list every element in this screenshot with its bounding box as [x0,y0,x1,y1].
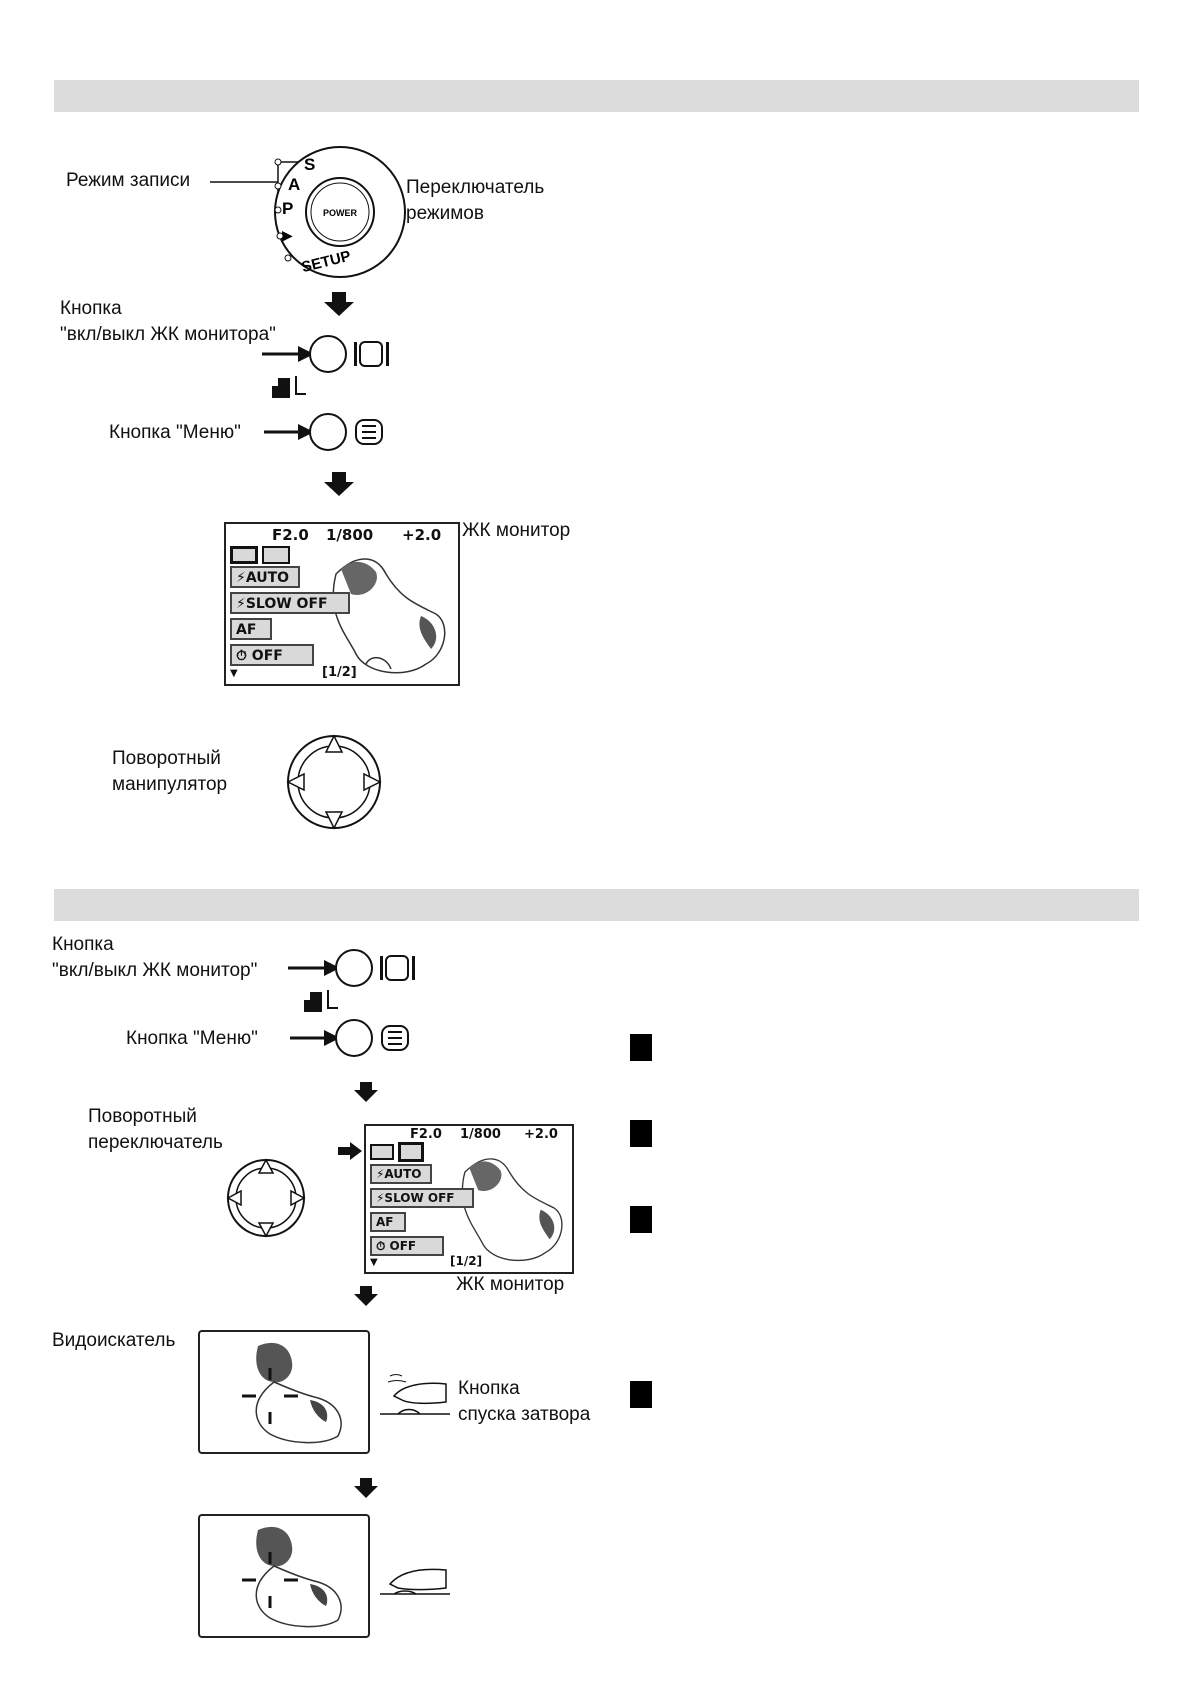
scroll-down-icon: ▼ [370,1257,378,1268]
menu-button-label: Кнопка "Меню" [109,422,241,443]
rotary-controller[interactable] [286,734,382,830]
down-arrow-icon [354,1478,378,1498]
aperture-readout: F2.0 [272,526,309,544]
shutter-label-line1: Кнопка [458,1378,520,1399]
down-arrow-icon [257,1222,275,1238]
lcd-button-label-line2: "вкл/выкл ЖК монитора" [60,324,276,345]
viewfinder-label: Видоискатель [52,1330,176,1351]
mode-s: S [304,155,315,174]
lcd-button-label-line1: Кнопка [52,934,114,955]
slow-sync-row: ⚡SLOW OFF [370,1188,474,1208]
up-arrow-icon [324,734,344,753]
lcd-monitor-label: ЖК монитор [456,1274,565,1295]
page-indicator: [1/2] [450,1254,483,1268]
single-frame-icon [370,1144,394,1160]
mode-switch-label-line2: режимов [406,203,484,224]
exposure-readout: +2.0 [402,526,442,544]
lcd-screen: F2.0 1/800 +2.0 ⚡AUTO ⚡SLOW OFF AF ⏱ OFF… [364,1124,574,1274]
step-marker-4 [630,1381,652,1408]
spot-metering-icon [398,1142,424,1162]
down-arrow-icon [324,472,354,496]
mode-p: P [282,199,293,218]
menu-button-label: Кнопка "Меню" [126,1028,258,1049]
flash-mode-row: ⚡AUTO [370,1164,432,1184]
self-timer-row: ⏱ OFF [370,1236,444,1256]
dog-illustration [461,1158,563,1262]
shutter-readout: 1/800 [326,526,374,544]
viewfinder-frame [198,1514,370,1638]
lcd-monitor-label: ЖК монитор [462,520,571,541]
focus-mode-row: AF [230,618,272,640]
section-header-band-2 [54,889,1139,921]
shutter-finger-icon [380,1374,450,1415]
down-arrow-icon [354,1286,378,1306]
left-arrow-icon [286,772,305,792]
page-indicator: [1/2] [322,665,357,680]
step-marker-2 [630,1120,652,1147]
power-label: POWER [323,208,358,218]
menu-button[interactable] [288,1019,418,1060]
slow-sync-row: ⚡SLOW OFF [230,592,350,614]
self-timer-row: ⏱ OFF [230,644,314,666]
focus-mode-row: AF [370,1212,406,1232]
left-arrow-icon [226,1189,242,1207]
scroll-down-icon: ▼ [230,668,238,679]
mode-dial: POWER S A P ▶ SETUP [210,146,406,278]
rotary-label-line1: Поворотный [88,1106,197,1127]
right-arrow-icon [290,1189,306,1207]
viewfinder-frame [198,1330,370,1454]
rotary-label-line2: переключатель [88,1132,223,1153]
step-marker-3 [630,1206,652,1233]
lcd-button-label-line2: "вкл/выкл ЖК монитор" [52,960,258,981]
rotary-label-line1: Поворотный [112,748,221,769]
dog-illustration [242,1526,342,1628]
shutter-readout: 1/800 [460,1127,501,1142]
lcd-toggle-button[interactable] [262,335,392,398]
lcd-button-label-line1: Кнопка [60,298,122,319]
down-arrow-icon [354,1082,378,1102]
exposure-readout: +2.0 [524,1127,558,1142]
mode-play: ▶ [282,228,293,244]
flash-mode-row: ⚡AUTO [230,566,300,588]
record-mode-label: Режим записи [66,170,191,191]
mode-a: A [288,175,300,194]
shutter-finger-icon [380,1568,450,1595]
down-arrow-icon [324,292,354,316]
spot-metering-icon [262,546,290,564]
menu-button[interactable] [262,413,392,454]
lcd-toggle-button[interactable] [288,949,418,1012]
dog-illustration [332,558,446,674]
mode-switch-label-line1: Переключатель [406,177,545,198]
right-arrow-icon [338,1142,362,1160]
aperture-readout: F2.0 [410,1127,442,1142]
rotary-label-line2: манипулятор [112,774,228,795]
step-marker-1 [630,1034,652,1061]
lcd-screen: F2.0 1/800 +2.0 ⚡AUTO ⚡SLOW OFF AF ⏱ OFF… [224,522,460,686]
dog-illustration [242,1342,342,1444]
up-arrow-icon [257,1158,275,1174]
down-arrow-icon [324,811,344,830]
right-arrow-icon [363,772,382,792]
section-header-band-1 [54,80,1139,112]
rotary-controller[interactable] [226,1158,306,1238]
single-frame-icon [230,546,258,564]
shutter-label-line2: спуска затвора [458,1404,591,1425]
